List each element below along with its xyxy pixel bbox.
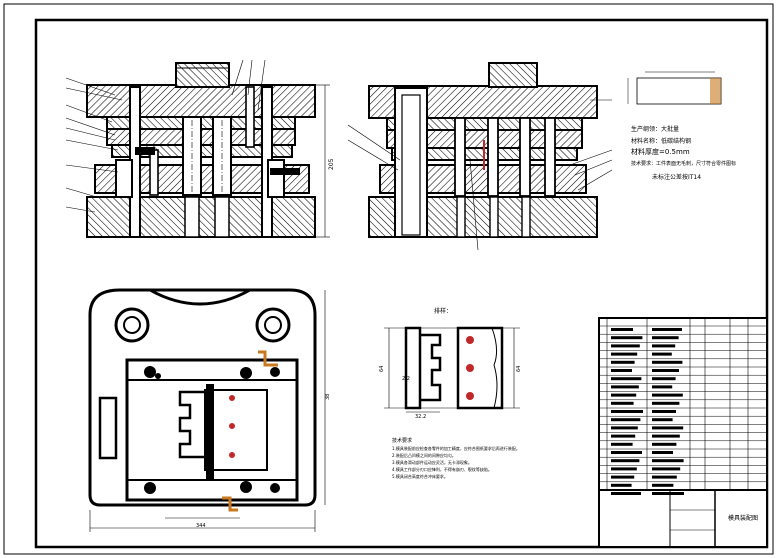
table-cell-text bbox=[652, 336, 679, 340]
dim-64-right: 64 bbox=[516, 366, 522, 372]
table-cell-text bbox=[611, 434, 636, 438]
part-sketch bbox=[627, 71, 722, 105]
height-dimension: 205 bbox=[328, 158, 335, 170]
layout-title: 排样： bbox=[434, 307, 452, 315]
table-cell-text bbox=[652, 410, 676, 413]
strip-layout bbox=[384, 326, 520, 413]
table-cell-text bbox=[611, 426, 638, 430]
table-cell-text bbox=[652, 360, 683, 364]
table-cell-text bbox=[611, 492, 641, 495]
table-cell-text bbox=[611, 442, 633, 446]
table-cell-text bbox=[652, 418, 673, 422]
parts-list-table bbox=[598, 317, 768, 548]
spec-line-1: 生产纲领：大批量 bbox=[631, 126, 680, 133]
outer-border bbox=[3, 3, 774, 555]
note-item: 5.模具闭合高度符合冲床要求。 bbox=[392, 474, 448, 479]
table-cell-text bbox=[611, 360, 635, 364]
table-cell-text bbox=[611, 459, 640, 463]
note-item: 2.装配后凸凹模之间的间隙应均匀。 bbox=[392, 453, 456, 458]
side-section-view bbox=[347, 62, 613, 251]
table-cell-text bbox=[652, 328, 682, 331]
spec-line-3: 材料厚度=0.5mm bbox=[631, 148, 690, 156]
table-cell-text bbox=[652, 385, 673, 389]
table-cell-text bbox=[652, 377, 676, 381]
plan-view bbox=[88, 288, 326, 532]
table-cell-text bbox=[652, 369, 679, 372]
table-cell-text bbox=[652, 401, 680, 405]
table-cell-text bbox=[652, 475, 677, 479]
spec-line-5: 未标注公差按IT14 bbox=[652, 174, 702, 181]
table-cell-text bbox=[611, 410, 643, 413]
table-cell-text bbox=[652, 344, 676, 348]
drawing-name: 模具装配图 bbox=[728, 514, 758, 522]
table-cell-text bbox=[652, 467, 681, 471]
spec-line-2: 材料名称：低碳结构钢 bbox=[631, 138, 692, 145]
table-cell-text bbox=[611, 467, 637, 471]
width-dimension: 344 bbox=[196, 523, 206, 529]
table-cell-text bbox=[611, 369, 632, 372]
note-item: 4.模具工作部分刃口应锋利，不得有崩刃、裂纹等缺陷。 bbox=[392, 467, 492, 472]
table-cell-text bbox=[652, 492, 684, 495]
table-cell-text bbox=[611, 401, 634, 405]
table-cell-text bbox=[652, 352, 672, 356]
table-cell-text bbox=[652, 459, 684, 463]
table-cell-text bbox=[611, 418, 641, 422]
table-cell-text bbox=[652, 451, 673, 454]
table-cell-text bbox=[611, 393, 637, 397]
table-cell-text bbox=[611, 475, 635, 479]
front-section-view bbox=[65, 59, 330, 238]
note-item: 1.模具装配前应检查各零件的加工精度，应符合图纸要求后再进行装配。 bbox=[392, 446, 520, 451]
table-cell-text bbox=[611, 377, 642, 381]
table-cell-text bbox=[611, 336, 643, 340]
table-cell-text bbox=[611, 352, 638, 356]
table-cell-text bbox=[611, 344, 640, 348]
table-cell-text bbox=[652, 483, 674, 487]
table-cell-text bbox=[652, 442, 677, 446]
dim-64-left: 64 bbox=[379, 366, 385, 372]
table-cell-text bbox=[611, 328, 633, 331]
notes-title: 技术要求 bbox=[392, 438, 413, 444]
table-cell-text bbox=[652, 393, 683, 397]
note-item: 3.模具各滑动部件运动应灵活，无卡滞现象。 bbox=[392, 460, 472, 465]
table-cell-text bbox=[611, 483, 632, 487]
side-dimension: 38 bbox=[325, 394, 331, 400]
table-cell-text bbox=[652, 426, 684, 430]
dim-32-2: 32.2 bbox=[415, 414, 426, 420]
table-cell-text bbox=[611, 451, 642, 454]
table-cell-text bbox=[611, 385, 639, 389]
table-cell-text bbox=[652, 434, 680, 438]
inner-border bbox=[34, 18, 769, 549]
spec-line-4: 技术要求：工件表面无毛刺，尺寸符合零件图标 bbox=[631, 161, 737, 167]
dim-2-2: 2.2 bbox=[402, 376, 410, 382]
